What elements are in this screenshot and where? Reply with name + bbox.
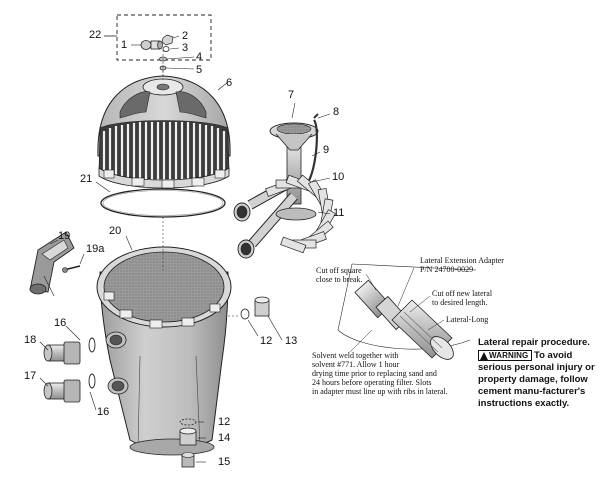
callout-3: 3 bbox=[182, 42, 189, 54]
manifold-union-upper bbox=[233, 202, 251, 222]
callout-12-bottom: 12 bbox=[218, 416, 231, 428]
callout-5: 5 bbox=[196, 64, 203, 76]
callout-leaders bbox=[39, 81, 331, 463]
callout-14: 14 bbox=[218, 432, 231, 444]
inlet-union-upper bbox=[43, 337, 96, 365]
dome-ribs bbox=[102, 122, 226, 181]
note-lateral-long: Lateral-Long bbox=[446, 315, 489, 324]
callout-20: 20 bbox=[109, 225, 122, 237]
callout-2: 2 bbox=[182, 30, 189, 42]
warning-triangle-icon bbox=[480, 351, 488, 360]
lateral-manifold-assembly bbox=[233, 113, 336, 259]
callout-18: 18 bbox=[24, 334, 37, 346]
callout-17: 17 bbox=[24, 370, 37, 382]
callout-6: 6 bbox=[226, 77, 233, 89]
lateral-repair-inset bbox=[337, 263, 477, 360]
bottom-drain-parts bbox=[179, 418, 197, 468]
callout-15: 15 bbox=[218, 456, 231, 468]
callout-8: 8 bbox=[333, 106, 340, 118]
callout-16-lower: 16 bbox=[97, 406, 110, 418]
callout-7: 7 bbox=[288, 89, 295, 101]
repair-procedure-title: Lateral repair procedure. bbox=[478, 337, 590, 348]
laterals bbox=[265, 174, 336, 254]
lateral-long bbox=[391, 299, 454, 360]
valve-kit-group bbox=[104, 14, 212, 76]
tank-body bbox=[96, 217, 232, 456]
callout-1: 1 bbox=[121, 39, 128, 51]
valve-cap bbox=[161, 34, 180, 46]
clamp-screw bbox=[62, 265, 81, 273]
manifold-union-lower bbox=[237, 239, 255, 259]
callout-19: 19 bbox=[58, 230, 71, 242]
callout-4: 4 bbox=[196, 51, 203, 63]
clamp-handle bbox=[29, 231, 75, 297]
valve-o-ring bbox=[162, 46, 170, 52]
callout-16-upper: 16 bbox=[54, 317, 67, 329]
callout-11: 11 bbox=[333, 207, 345, 219]
drain-plug-side bbox=[228, 296, 270, 320]
air-relief-tube bbox=[307, 119, 318, 183]
callout-13: 13 bbox=[285, 335, 298, 347]
callout-21: 21 bbox=[80, 173, 93, 185]
outlet-union-lower bbox=[43, 373, 96, 403]
warning-label: WARNING bbox=[489, 351, 529, 360]
callout-9: 9 bbox=[323, 144, 330, 156]
callout-19a: 19a bbox=[86, 243, 105, 255]
callout-10: 10 bbox=[332, 171, 345, 183]
warning-badge: WARNING bbox=[478, 350, 532, 361]
tank-o-ring bbox=[100, 188, 226, 218]
callout-22: 22 bbox=[89, 29, 102, 41]
callout-12-side: 12 bbox=[260, 335, 273, 347]
air-relief-valve bbox=[131, 40, 163, 50]
tank-dome bbox=[97, 75, 231, 189]
warning-text: To avoid serious personal injury or prop… bbox=[478, 350, 595, 409]
